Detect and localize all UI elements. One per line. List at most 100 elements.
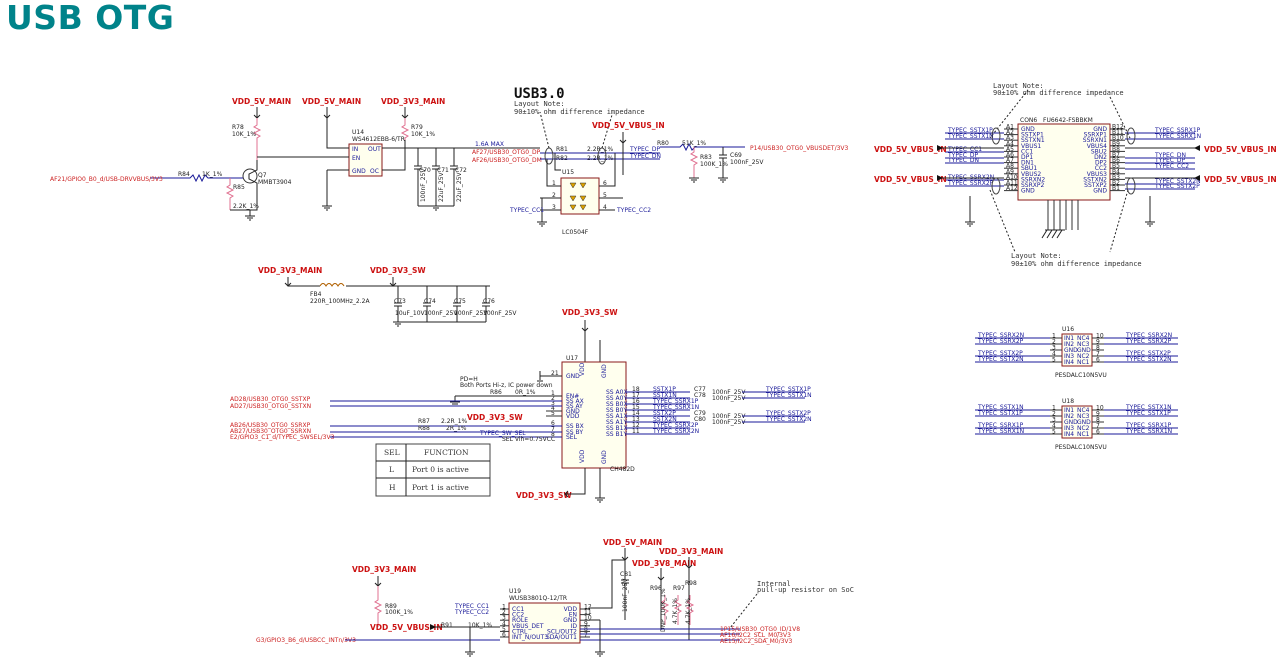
esd-u16-left-net-2: TYPEC_SSTX2P (977, 350, 1023, 357)
esd-u18-left-pin-num-2: 3 (1052, 417, 1056, 424)
u17-left-pin-num-1: 1 (551, 390, 555, 397)
usb3-mux: VDD_3V3_SW U17 CH482D VDD GND VDD GND 21… (230, 308, 812, 503)
u17-left-pin-num-6: 6 (551, 420, 555, 427)
esd-u18-right-pin-1: NC3 (1077, 413, 1090, 420)
u17-body (561, 361, 627, 469)
u19-left-pin-3: VBUS_DET (512, 623, 544, 630)
esd-u18-right-pin-num-0: 10 (1096, 405, 1104, 412)
pd-note-1: PD=H (460, 376, 478, 383)
u15-pin2: 2 (552, 192, 556, 199)
esd-u18-left-net-3: TYPEC_SSRX1N (977, 428, 1024, 435)
con6-left-pin-11: GND (1021, 188, 1035, 195)
typec-sw-sel-net: TYPEC_SW_SEL (479, 430, 526, 437)
con6-left-pin-num-1: A2 (1006, 129, 1014, 136)
esd-u16-right-pin-2: GND (1077, 347, 1091, 354)
u14-value: WS4612EBB-6/TR (352, 136, 405, 143)
con6-left-pin-num-3: A4 (1006, 140, 1014, 147)
r84-value: 1K_1% (202, 171, 223, 178)
u17-cap-out-net-3: TYPEC_SSTX2N (765, 416, 812, 423)
con6-left-pin-3: VBUS1 (1021, 143, 1041, 150)
esd-u18-right-net-1: TYPEC_SSTX1P (1125, 410, 1171, 417)
con6-left-pin-num-6: A7 (1006, 157, 1014, 164)
c81-ref: C81 (620, 571, 632, 578)
c81-value: 100nF_25V (622, 578, 629, 612)
u17-right-pin-1: SS A0Y (606, 395, 627, 402)
u17-cap-out-net-1: TYPEC_SSTX1N (765, 392, 812, 399)
u17-right-net-2: TYPEC_SSRX1P (652, 398, 699, 405)
power-label-vbus-in-3: VDD_5V_VBUS_IN (874, 175, 947, 184)
typec-connector: Layout Note: 90±10% ohm difference imped… (874, 82, 1277, 268)
fb4-value: 220R_100MHz_2.2A (310, 298, 370, 305)
u19-ref: U19 (509, 588, 521, 595)
con6-ref: CON6 (1020, 117, 1037, 124)
u14-pin-oc: OC (370, 168, 379, 175)
con6-left-pin-5: DP1 (1021, 154, 1033, 161)
u19-left-pin-4: CTRL (512, 628, 528, 635)
r79-ref: R79 (411, 124, 423, 131)
net-dp: AF27/USB30_OTG0_DP (472, 149, 541, 156)
con6-right-pin-5: DN2 (1094, 154, 1107, 161)
sel-table-row2-sel: H (389, 483, 396, 492)
con6-left-pin-1: SSTXP1 (1021, 132, 1044, 139)
u19-left-pin-5: INT_N/OUT3 (512, 634, 548, 641)
r79-value: 10K_1% (411, 131, 435, 138)
usb3-heading: USB3.0 (514, 86, 565, 102)
con6-left-pin-num-10: A11 (1006, 180, 1018, 187)
r78-ref: R78 (232, 124, 244, 131)
esd-u18-right-pin-3: NC2 (1077, 425, 1090, 432)
r84-ref: R84 (178, 171, 190, 178)
esd-u16-left-pin-0: IN1 (1064, 335, 1074, 342)
r86-ref: R86 (490, 389, 502, 396)
pd-typec-cc1: TYPEC_CC1 (454, 603, 489, 610)
r87-value: 2.2R_1% (441, 418, 468, 425)
con6-right-pin-7: CC2 (1095, 165, 1107, 172)
u14-ref: U14 (352, 129, 364, 136)
r85-value: 2.2K_1% (233, 203, 259, 210)
esd-u18-right-pin-num-4: 6 (1096, 429, 1100, 436)
esd-u16-right-pin-3: NC2 (1077, 353, 1090, 360)
u19-right-pin-num-3: 9 (584, 620, 588, 627)
sel-table-header-sel: SEL (384, 448, 400, 457)
usb3-layout-note-2: 90±10% ohm difference impedance (514, 108, 645, 116)
net-drvbus: AF21/GPIO0_B0_d/USB-DRVVBUS/3V3 (50, 176, 163, 183)
con6-left-pin-4: CC1 (1021, 148, 1033, 155)
c69-value: 100nF_25V (730, 159, 764, 166)
con6-right-pin-4: SBU2 (1091, 148, 1107, 155)
con6-right-pin-num-2: B10 (1112, 135, 1124, 142)
u17-ref: U17 (566, 355, 578, 362)
u15-ref: U15 (562, 169, 574, 176)
u17-right-pin-7: SS B1Y (606, 431, 627, 438)
esd-u18-left-pin-num-1: 2 (1052, 411, 1056, 418)
power-label-vbus-in-1: VDD_5V_VBUS_IN (592, 121, 665, 130)
c72-value: 22uF_25V (456, 171, 463, 202)
esd-u18-part: PESDALC10N5VU (1055, 444, 1107, 451)
con6-left-net-6: TYPEC_SSRX2P (947, 180, 994, 187)
u17-right-pin-4: SS A1X (606, 413, 628, 420)
u17-cap-ref-0: C77 (694, 386, 706, 393)
u17-left-pin-2: SS AX (566, 398, 584, 405)
power-label-vbus-in-4: VDD_5V_VBUS_IN (1204, 145, 1277, 154)
con6-right-pin-9: SSTXN2 (1083, 176, 1107, 183)
esd-u18-left-pin-4: IN4 (1064, 431, 1074, 438)
net-scl: AF16/I2C2_SCL_M0/3V3 (720, 632, 791, 639)
u17-cap-ref-3: C80 (694, 416, 706, 423)
con6-right-net-3: TYPEC_DP (1154, 157, 1186, 164)
power-label-vbus-in-5: VDD_5V_VBUS_IN (1204, 175, 1277, 184)
con6-body (1017, 123, 1111, 201)
r81-ref: R81 (556, 146, 568, 153)
net-sstxn: AD27/USB30_OTG0_SSTXN (230, 403, 311, 410)
con-layout-note-bottom-2: 90±10% ohm difference impedance (1011, 260, 1142, 268)
con6-part: FU6642-FSBBKM (1043, 117, 1093, 124)
esd-u16-left-net-3: TYPEC_SSTX2N (977, 356, 1024, 363)
con6-right-pin-1: SSRXP1 (1084, 132, 1108, 139)
u19-left-pin-num-4: 5 (502, 626, 506, 633)
u17-left-pin-num-5: 5 (551, 410, 555, 417)
con6-left-pin-2: SSTXN1 (1021, 137, 1045, 144)
power-label-3v3-sw-1: VDD_3V3_SW (370, 266, 426, 275)
q7-value: MMBT3904 (258, 179, 292, 186)
u17-vdd-bottom: VDD (579, 449, 586, 463)
con6-right-net-5: TYPEC_SSTX2N (1154, 178, 1201, 185)
esd-u16-right-net-0: TYPEC_SSRX2N (1125, 332, 1172, 339)
u17-left-pin-7: SS BY (566, 429, 583, 436)
u17-left-pin-3: SS AY (566, 403, 583, 410)
